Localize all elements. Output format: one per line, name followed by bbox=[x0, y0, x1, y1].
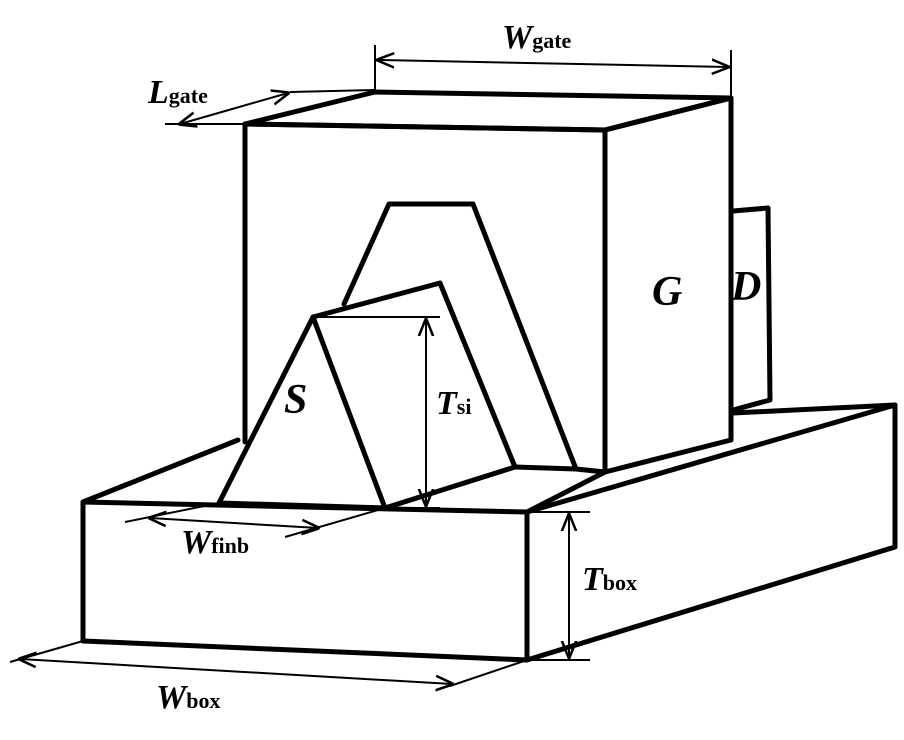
label-w-finb: Wfinb bbox=[181, 524, 249, 561]
dimension-w-gate bbox=[374, 45, 732, 98]
dimension-w-finb bbox=[124, 502, 386, 538]
dimension-t-si bbox=[313, 316, 440, 509]
fin-inside-gate bbox=[341, 201, 579, 472]
dimension-t-box bbox=[527, 511, 590, 661]
label-w-gate: Wgate bbox=[502, 19, 572, 56]
source-fin-top bbox=[310, 280, 518, 470]
source-fin-base bbox=[382, 464, 518, 511]
source-fin-front-face bbox=[216, 314, 388, 511]
label-t-si: Tsi bbox=[436, 385, 471, 422]
label-w-box: Wbox bbox=[156, 679, 220, 716]
box-top-right-edge bbox=[524, 469, 608, 515]
dimension-w-box bbox=[9, 640, 528, 686]
box-top-back-right bbox=[730, 402, 898, 416]
source-fin bbox=[216, 280, 518, 511]
label-gate: G bbox=[652, 269, 682, 315]
fin-base-under-gate bbox=[512, 464, 608, 475]
box-top-back-edge bbox=[80, 437, 241, 505]
drain-block bbox=[730, 205, 773, 413]
label-l-gate: Lgate bbox=[147, 74, 208, 111]
box-front-face bbox=[80, 499, 530, 663]
dimension-l-gate bbox=[165, 89, 376, 124]
label-drain: D bbox=[730, 264, 761, 310]
label-t-box: Tbox bbox=[582, 561, 637, 598]
gate-right-face bbox=[602, 95, 734, 475]
box-right-face bbox=[524, 402, 898, 663]
label-source: S bbox=[284, 377, 307, 423]
